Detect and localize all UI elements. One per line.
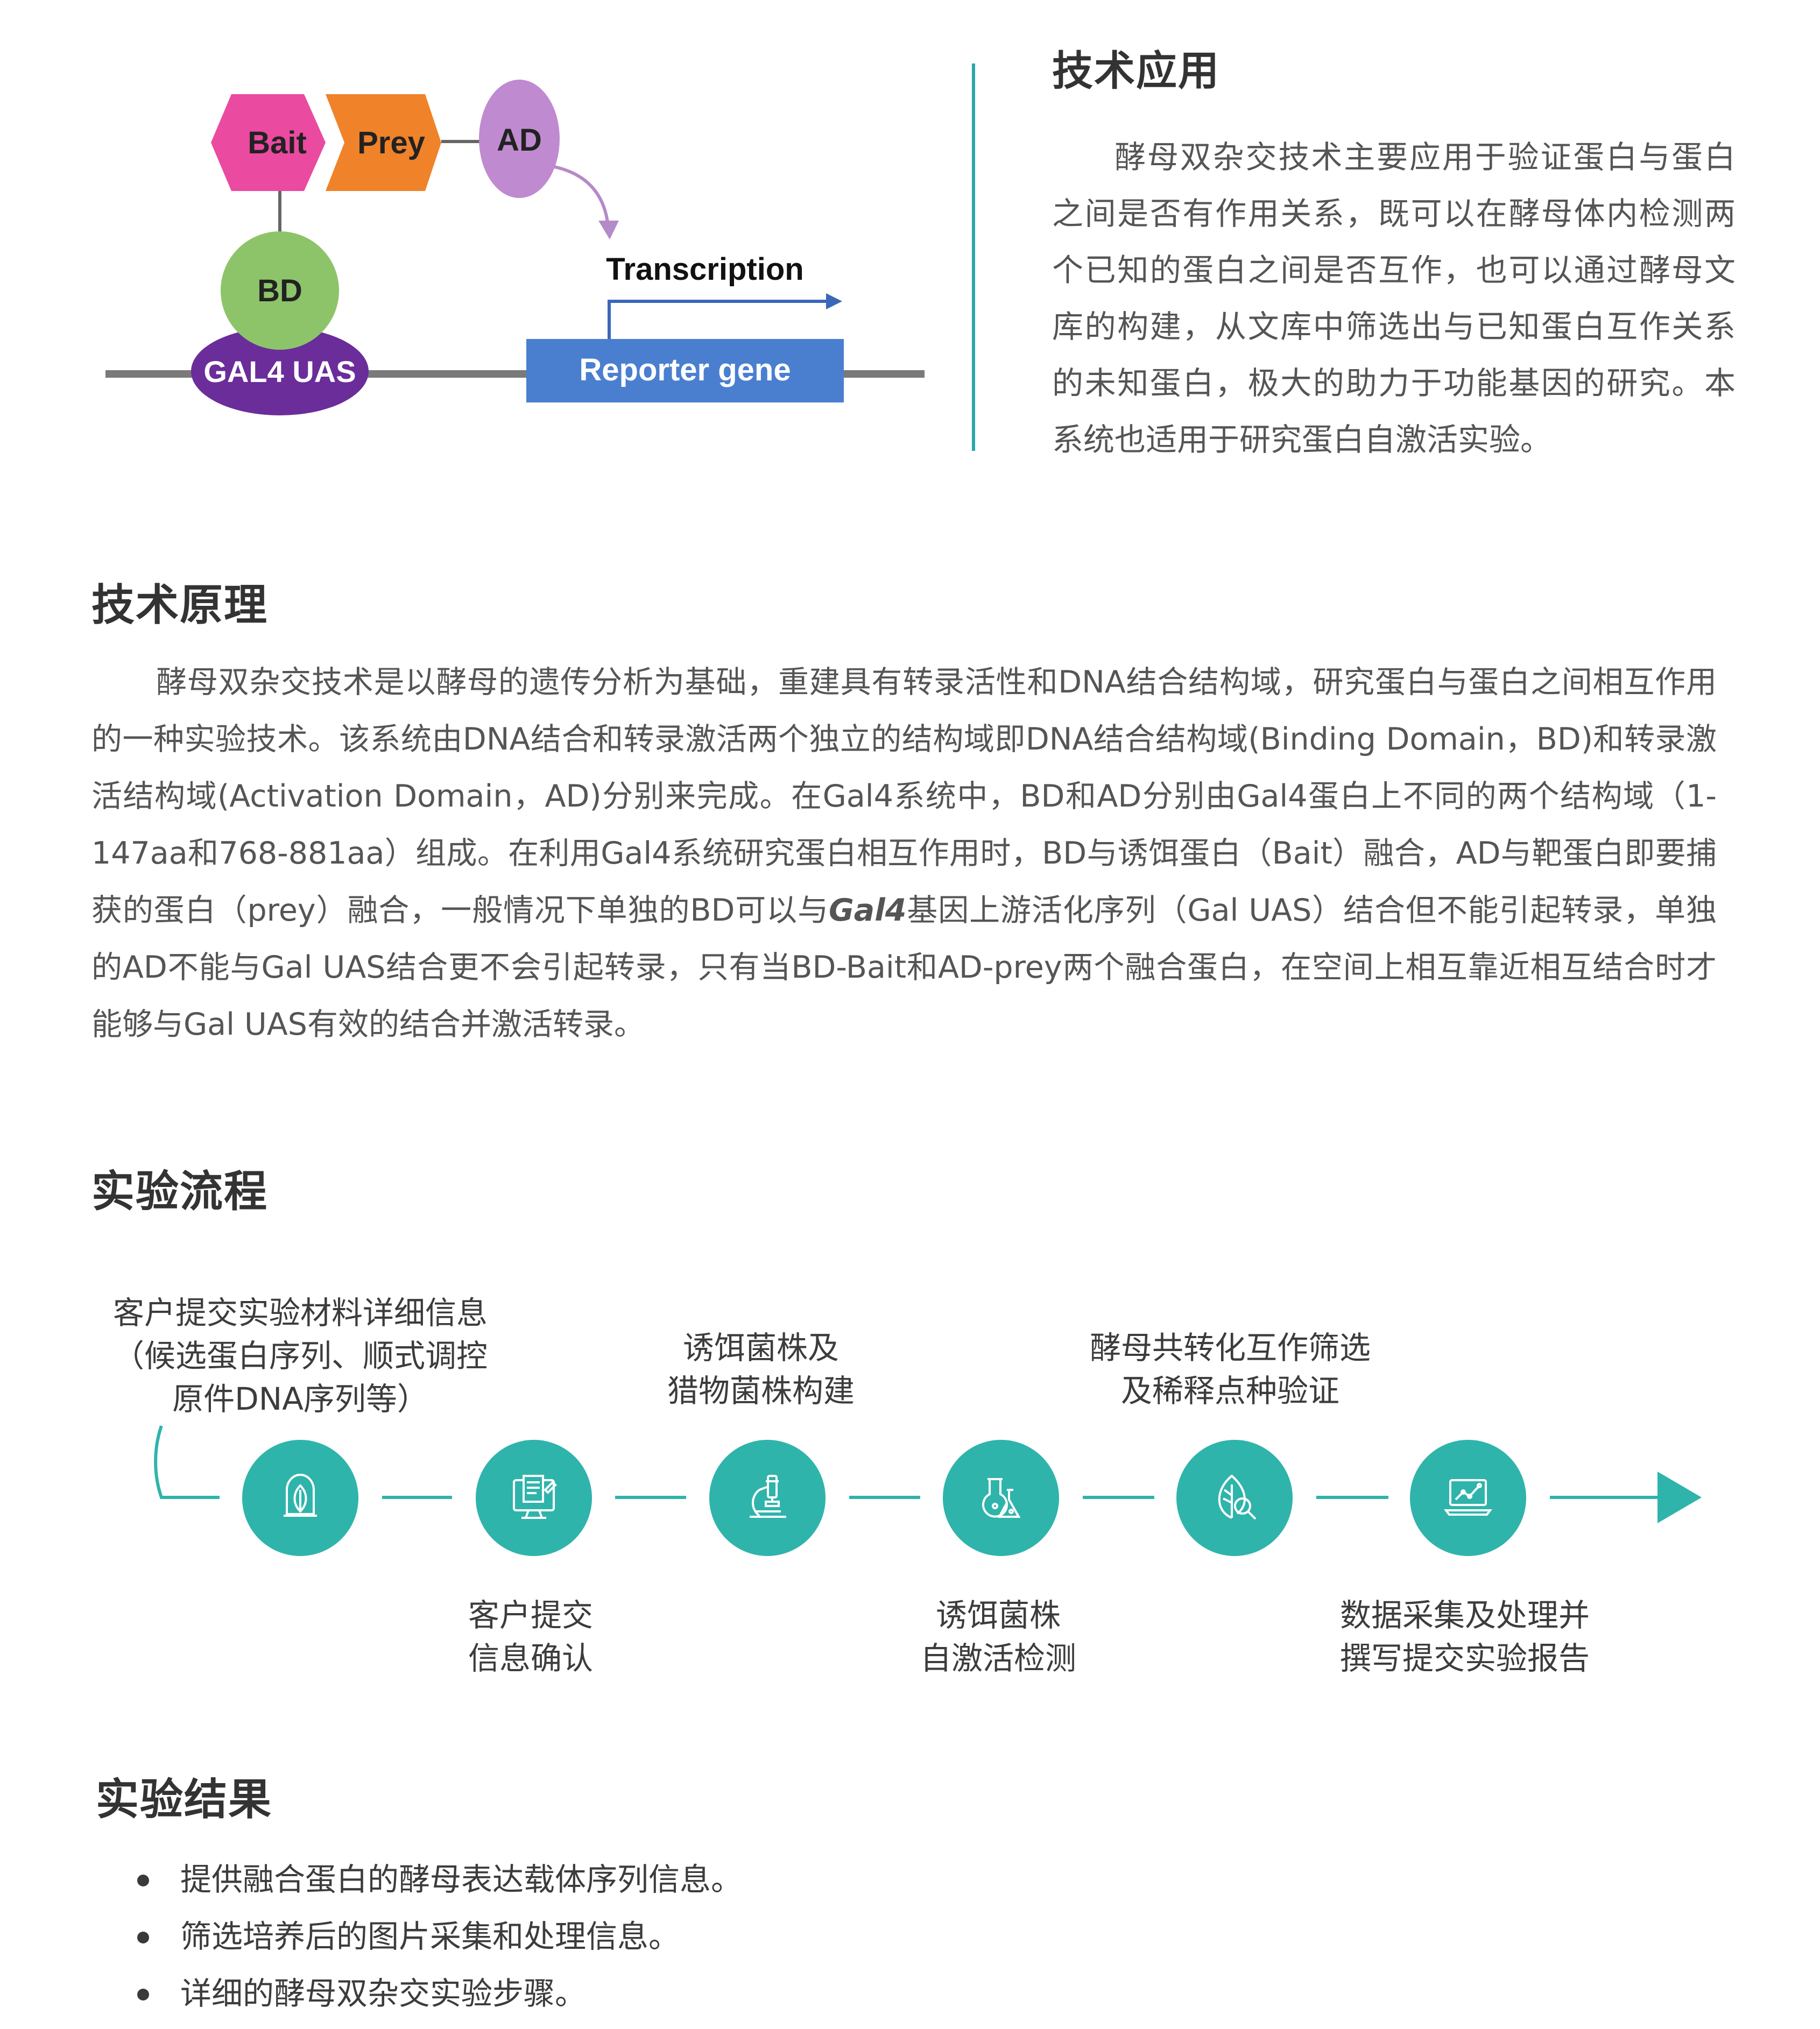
curved-arrow [554,165,610,227]
yeast-two-hybrid-diagram: GAL4 UAS BD Bait Prey AD Transcription R… [105,80,925,415]
reporter-gene-label: Reporter gene [579,352,791,387]
step-4-label: 诱饵菌株 自激活检测 [920,1594,1076,1680]
principle-text-part2: 基因上游活化序列（Gal UAS）结合但不能引起转录，单独的AD不能与Gal U… [91,893,1717,1042]
plant-dome-icon [284,1474,317,1517]
results-title: 实验结果 [96,1775,272,1825]
results-list: 提供融合蛋白的酵母表达载体序列信息。 筛选培养后的图片采集和处理信息。 详细的酵… [137,1851,742,2022]
principle-body: 酵母双杂交技术是以酵母的遗传分析为基础，重建具有转录活性和DNA结合结构域，研究… [91,654,1717,1053]
step-3-circle [709,1440,826,1556]
laptop-chart-icon [1444,1479,1492,1516]
step-2-label: 客户提交 信息确认 [468,1594,593,1680]
flow-start-curve [154,1425,220,1499]
step-2-label-line: 客户提交 [468,1597,594,1634]
step-1-label-line: 原件DNA序列等） [172,1381,428,1417]
step-3-label-line: 诱饵菌株及 [683,1330,840,1366]
bd-label: BD [257,273,302,308]
prey-shape [326,94,441,191]
workflow-title: 实验流程 [91,1167,268,1217]
microscope-icon [750,1475,786,1518]
document-screen-icon [513,1475,557,1519]
list-item: 筛选培养后的图片采集和处理信息。 [137,1908,742,1965]
step-5-label-line: 及稀释点种验证 [1121,1373,1340,1409]
flasks-icon [982,1478,1021,1518]
transcription-label: Transcription [606,252,803,287]
step-4-label-line: 诱饵菌株 [936,1597,1061,1634]
section-divider [972,63,975,451]
step-3-label: 诱饵菌株及 猎物菌株构建 [667,1326,855,1412]
list-item: 提供融合蛋白的酵母表达载体序列信息。 [137,1851,742,1908]
ad-label: AD [497,123,542,158]
ad-shape [479,80,560,198]
principle-title: 技术原理 [91,580,268,630]
step-6-label-line: 数据采集及处理并 [1340,1597,1590,1634]
step-5-circle [1176,1440,1293,1556]
flow-end-arrow [1657,1472,1702,1523]
workflow-connector [154,1425,1702,1523]
step-1-label-line: （候选蛋白序列、顺式调控 [113,1338,488,1374]
gal4-uas-shape [191,327,369,415]
step-6-label: 数据采集及处理并 撰写提交实验报告 [1340,1594,1590,1680]
application-body: 酵母双杂交技术主要应用于验证蛋白与蛋白之间是否有作用关系，既可以在酵母体内检测两… [1052,139,1736,458]
principle-text-part1: 酵母双杂交技术是以酵母的遗传分析为基础，重建具有转录活性和DNA结合结构域，研究… [91,664,1717,928]
step-2-circle [476,1440,592,1556]
leaf-magnifier-icon [1218,1474,1257,1520]
step-6-circle [1410,1440,1526,1556]
step-4-circle [943,1440,1059,1556]
step-1-label: 客户提交实验材料详细信息 （候选蛋白序列、顺式调控 原件DNA序列等） [113,1291,488,1420]
step-6-label-line: 撰写提交实验报告 [1340,1640,1590,1677]
prey-label: Prey [357,125,425,160]
step-2-label-line: 信息确认 [468,1640,594,1677]
bait-shape [211,94,326,191]
step-4-label-line: 自激活检测 [920,1640,1077,1677]
curved-arrow-head [598,221,619,239]
transcription-arrow-head [826,293,842,309]
application-title: 技术应用 [1052,47,1220,95]
step-1-label-line: 客户提交实验材料详细信息 [113,1295,488,1331]
gal4-uas-label: GAL4 UAS [203,355,356,388]
step-1-circle [242,1440,358,1556]
step-3-label-line: 猎物菌株构建 [667,1373,855,1409]
list-item: 详细的酵母双杂交实验步骤。 [137,1965,742,2022]
step-5-label: 酵母共转化互作筛选 及稀释点种验证 [1090,1326,1371,1412]
reporter-gene-box [526,339,844,402]
step-5-label-line: 酵母共转化互作筛选 [1090,1330,1371,1366]
bait-label: Bait [248,125,307,160]
bd-shape [221,231,339,350]
transcription-arrow [608,300,829,339]
principle-gene-italic: Gal4 [828,893,907,928]
